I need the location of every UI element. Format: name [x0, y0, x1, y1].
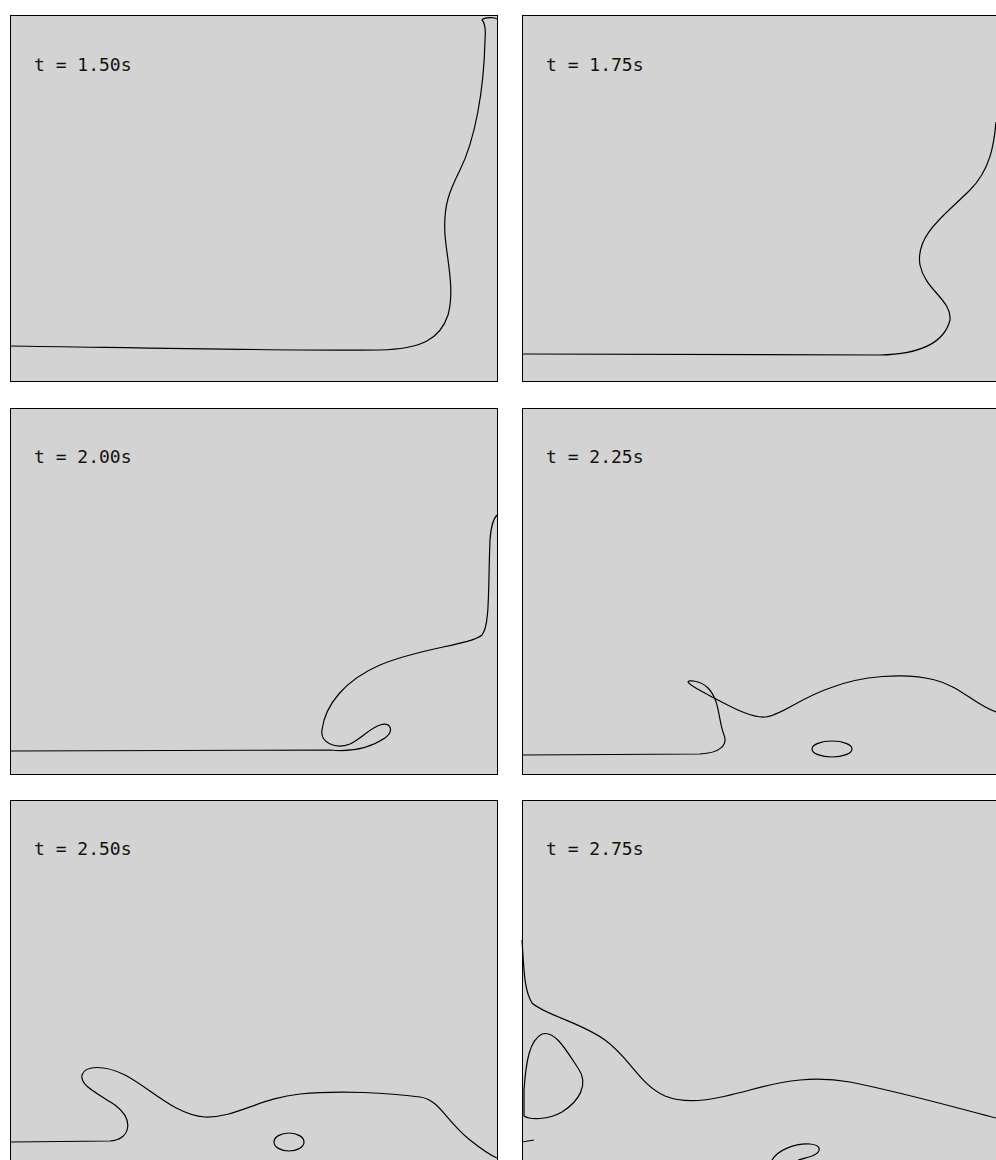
time-label: t = 2.75s [546, 838, 644, 860]
interface-curve [522, 676, 996, 755]
interface-curve [10, 1068, 497, 1159]
bubble [812, 741, 852, 757]
time-label: t = 2.00s [34, 446, 132, 468]
interface-curve [10, 18, 497, 351]
panel-frame [11, 16, 498, 382]
panel-frame [523, 16, 996, 382]
panel-frame [523, 409, 996, 775]
time-label: t = 1.50s [34, 54, 132, 76]
bubble [772, 1144, 819, 1160]
panel-frame [523, 801, 996, 1160]
time-label: t = 2.50s [34, 838, 132, 860]
interface-curve [10, 515, 497, 751]
time-label: t = 1.75s [546, 54, 644, 76]
panel-frame [11, 801, 498, 1160]
interface-curve [522, 1140, 534, 1142]
time-label: t = 2.25s [546, 446, 644, 468]
interface-curve [522, 122, 996, 355]
panel-frame [11, 409, 498, 775]
droplet [524, 1033, 583, 1118]
interface-curve [522, 940, 996, 1118]
bubble [274, 1133, 304, 1151]
